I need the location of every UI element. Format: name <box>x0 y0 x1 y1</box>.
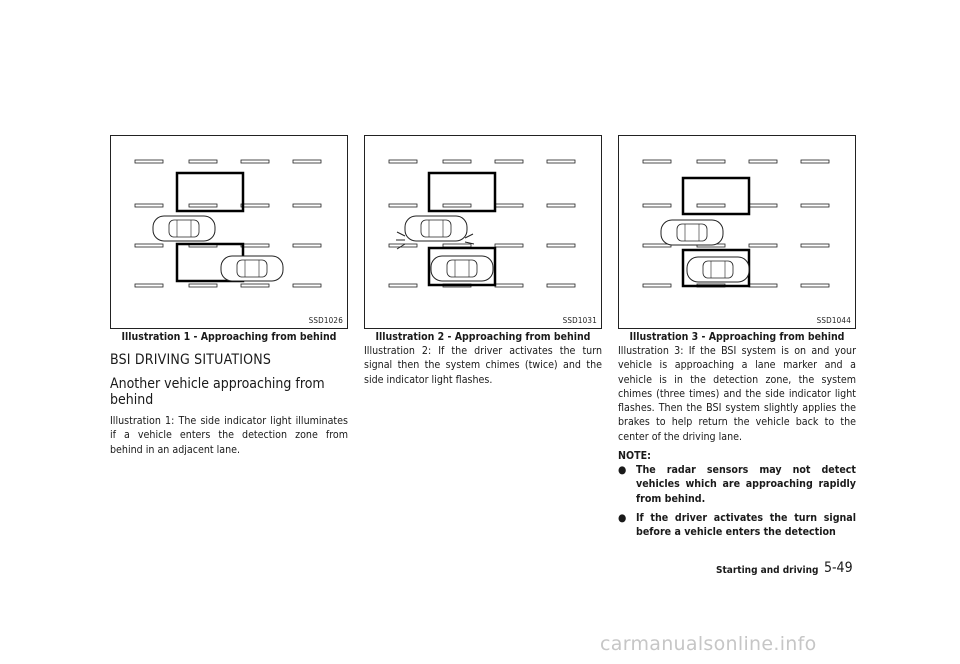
figure-caption: Illustration 1 - Approaching from behind <box>121 331 337 343</box>
illustration-3: SSD1044 <box>618 135 856 329</box>
illustration-3-drawing <box>642 159 830 288</box>
column-3-text: Illustration 3: If the BSI system is on … <box>618 344 856 545</box>
column-1-text: BSI DRIVING SITUATIONS Another vehicle a… <box>110 351 348 457</box>
note-list: ● The radar sensors may not detect vehicl… <box>618 463 856 539</box>
bullet-icon: ● <box>618 464 627 477</box>
figure-caption: Illustration 2 - Approaching from behind <box>375 331 591 343</box>
illustration-1: SSD1026 <box>110 135 348 329</box>
car-icon <box>404 215 468 242</box>
list-item-text: If the driver activates the turn signal … <box>636 511 856 539</box>
car-icon <box>220 255 284 282</box>
page-number: 5-49 <box>824 560 853 576</box>
illustration-2-drawing <box>388 159 576 288</box>
figure-code: SSD1031 <box>562 316 597 325</box>
section-subheading: Another vehicle approaching from behind <box>110 376 325 408</box>
figure-code: SSD1044 <box>816 316 851 325</box>
body-paragraph: Illustration 1: The side indicator light… <box>110 415 348 456</box>
list-item: ● If the driver activates the turn signal… <box>618 511 856 540</box>
turn-signal-flash-icon <box>396 231 475 250</box>
car-icon <box>152 215 216 242</box>
bullet-icon: ● <box>618 511 627 524</box>
watermark: carmanualsonline.info <box>600 633 817 655</box>
car-icon <box>430 255 494 282</box>
footer-section-title: Starting and driving <box>716 565 819 576</box>
car-icon <box>686 256 750 283</box>
note-title: NOTE: <box>618 450 651 463</box>
section-heading: BSI DRIVING SITUATIONS <box>110 352 272 368</box>
illustration-1-drawing <box>134 159 322 288</box>
car-icon <box>660 219 724 246</box>
figure-caption: Illustration 3 - Approaching from behind <box>629 331 845 343</box>
figure-code: SSD1026 <box>308 316 343 325</box>
body-paragraph: Illustration 3: If the BSI system is on … <box>618 345 856 443</box>
list-item: ● The radar sensors may not detect vehicl… <box>618 463 856 506</box>
body-paragraph: Illustration 2: If the driver activates … <box>364 345 602 386</box>
list-item-text: The radar sensors may not detect vehicle… <box>636 464 856 505</box>
column-2-text: Illustration 2: If the driver activates … <box>364 344 602 387</box>
illustration-2: SSD1031 <box>364 135 602 329</box>
